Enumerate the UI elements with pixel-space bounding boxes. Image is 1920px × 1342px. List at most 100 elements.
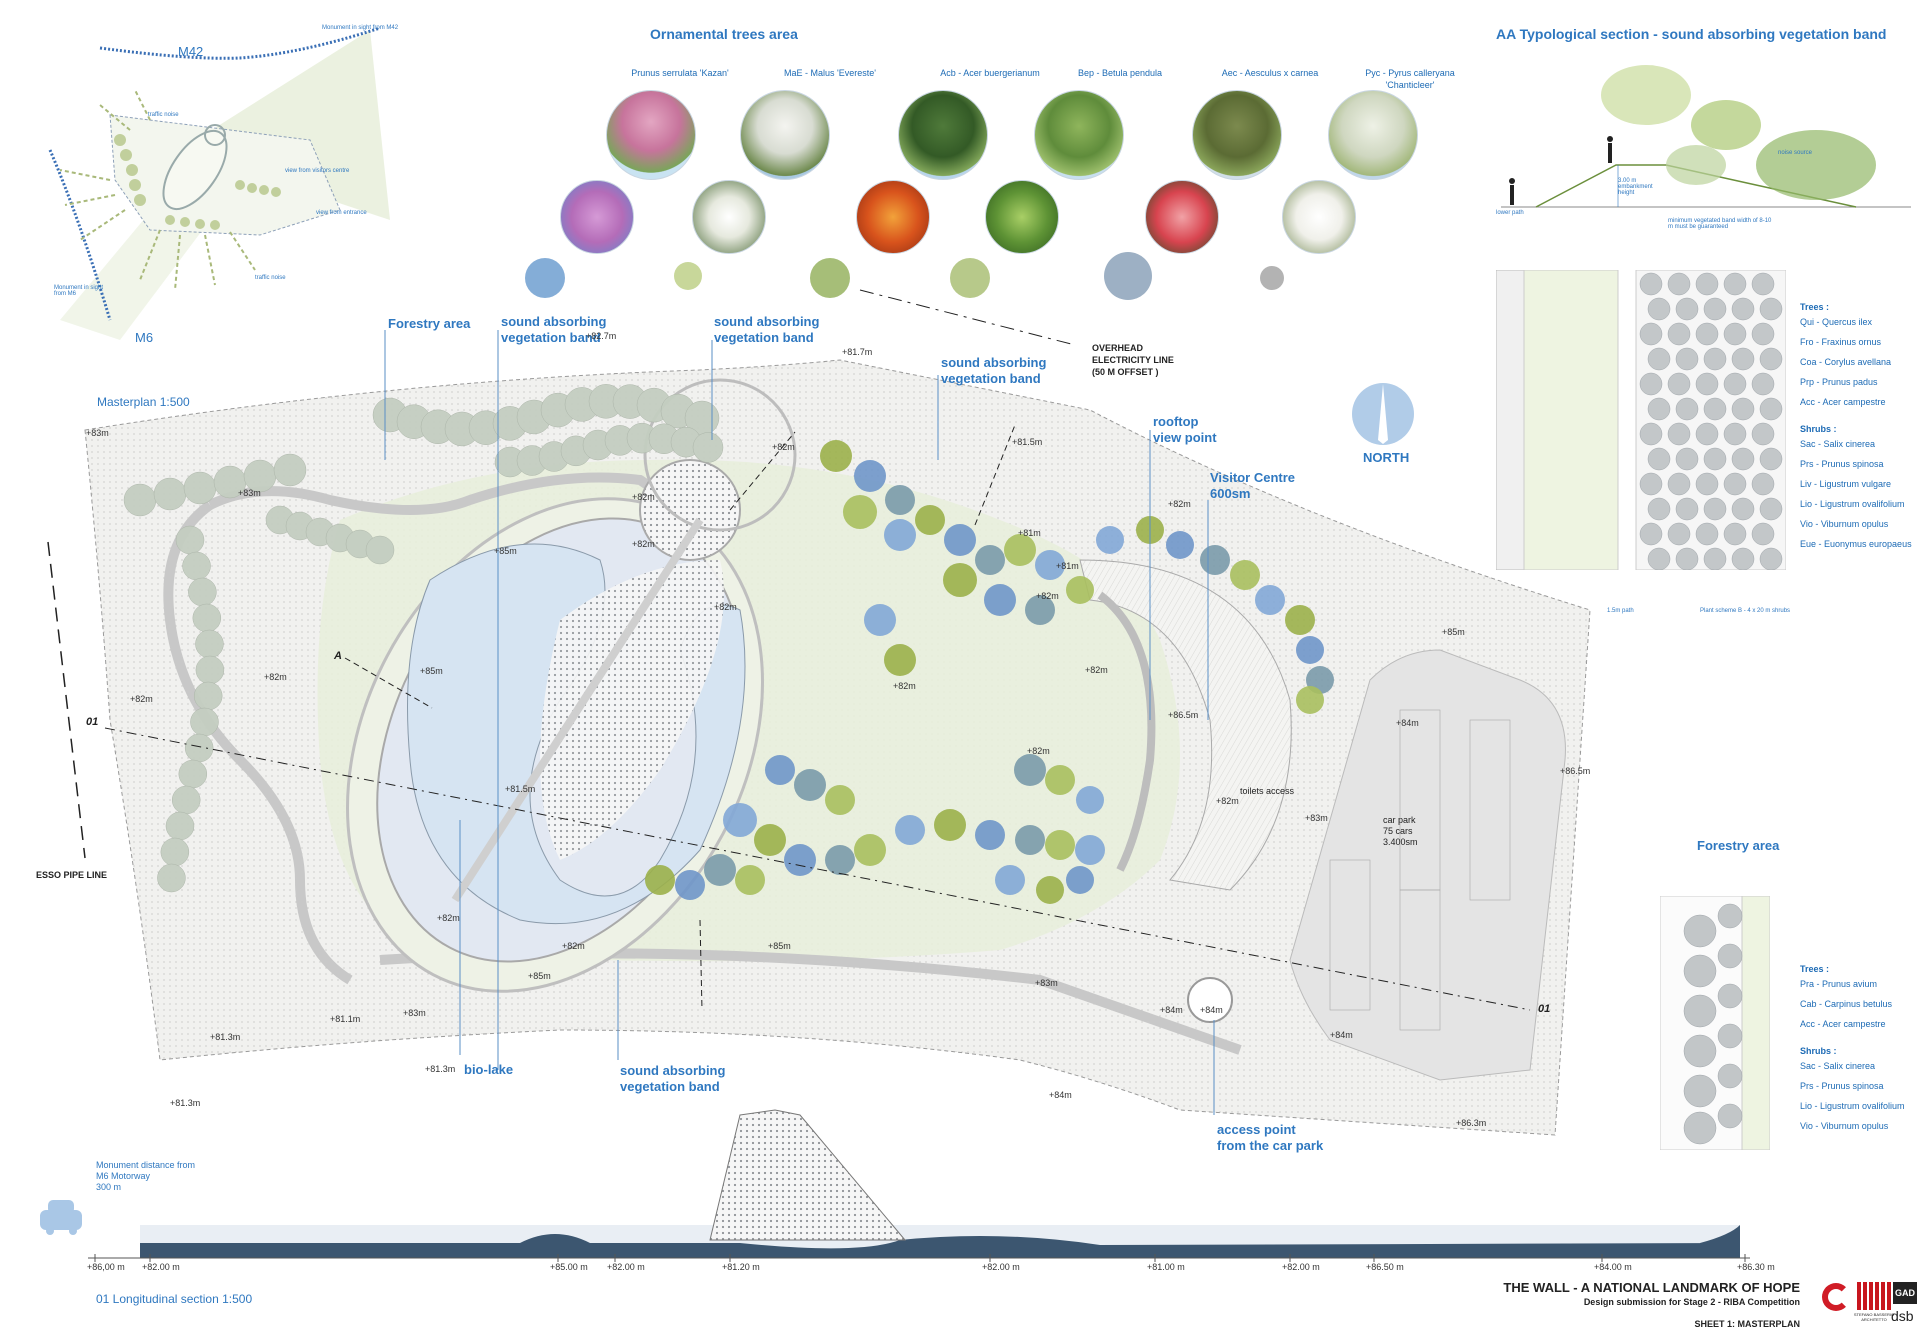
- forest-tree: [178, 759, 208, 789]
- key-item: Lio - Ligustrum ovalifolium: [1800, 499, 1905, 509]
- forest-tree: [195, 629, 224, 659]
- view-entrance-label: view from entrance: [316, 210, 367, 216]
- forest-tree: [157, 863, 186, 893]
- plan-tree: [1695, 272, 1719, 296]
- plan-tree: [1667, 272, 1691, 296]
- logo-gad: GAD: [1893, 1282, 1917, 1304]
- shrubs-heading: Shrubs :: [1800, 424, 1837, 434]
- key-item: Qui - Quercus ilex: [1800, 317, 1873, 327]
- ornamental-tree: [895, 815, 925, 845]
- rooftop-label: rooftop view point: [1153, 414, 1217, 446]
- elevation-label: +81m: [1018, 528, 1041, 538]
- ornamental-tree: [1255, 585, 1285, 615]
- section-level-label: +86,00 m: [87, 1262, 125, 1272]
- plan-tree: [1759, 347, 1783, 371]
- plan-tree: [1667, 372, 1691, 396]
- ornamental-tree: [723, 803, 757, 837]
- plan-tree: [1751, 322, 1775, 346]
- elevation-label: +83m: [1305, 813, 1328, 823]
- key-item: Eue - Euonymus europaeus: [1800, 539, 1912, 549]
- logo-dsb: dsb: [1891, 1308, 1914, 1324]
- elevation-label: +81.3m: [425, 1064, 456, 1074]
- plan-tree: [1759, 497, 1783, 521]
- elevation-label: +82m: [1168, 499, 1191, 509]
- sab-line: sound absorbing: [620, 1063, 726, 1078]
- tree-photo-acer: [898, 90, 988, 180]
- plan-tree: [1723, 522, 1747, 546]
- forestry-plan-scheme: [1659, 895, 1771, 1151]
- ornamental-tree: [975, 820, 1005, 850]
- plan-tree: [1703, 297, 1727, 321]
- north-label: NORTH: [1363, 450, 1410, 465]
- key-item: Cab - Carpinus betulus: [1800, 999, 1893, 1009]
- forest-tree: [192, 603, 222, 633]
- forest-tree: [273, 453, 307, 487]
- forestry-right-title: Forestry area: [1697, 838, 1780, 853]
- view-visitor-label: view from visitors centre: [285, 168, 350, 174]
- trees-heading: Trees :: [1800, 964, 1830, 974]
- ornamental-tree: [975, 545, 1005, 575]
- forestry-label: Forestry area: [388, 316, 471, 331]
- ornamental-tree: [1075, 835, 1105, 865]
- visitor-line: 600sm: [1210, 486, 1251, 501]
- leaf-photo-betula: [985, 180, 1059, 254]
- ornamental-tree: [1035, 550, 1065, 580]
- aa-note: minimum vegetated band width of 8-10 m m…: [1668, 218, 1772, 230]
- plan-tree: [1647, 497, 1671, 521]
- elevation-label: +86.3m: [1456, 1118, 1487, 1128]
- sheet-label: SHEET 1: MASTERPLAN: [1694, 1319, 1800, 1329]
- ornamental-tree: [1066, 866, 1094, 894]
- plan-tree: [1639, 372, 1663, 396]
- key-item: Lio - Ligustrum ovalifolium: [1800, 1101, 1905, 1111]
- access-line: access point: [1217, 1122, 1296, 1137]
- section-level-label: +82.00 m: [142, 1262, 180, 1272]
- section-level-label: +86.50 m: [1366, 1262, 1404, 1272]
- elevation-label: +82m: [130, 694, 153, 704]
- ornamental-tree: [704, 854, 736, 886]
- elevation-label: +82m: [1216, 796, 1239, 806]
- ornamental-tree: [1076, 786, 1104, 814]
- ornamental-tree: [1296, 686, 1324, 714]
- forest-tree: [123, 483, 157, 517]
- overhead-label: OVERHEAD ELECTRICITY LINE (50 M OFFSET ): [1092, 342, 1174, 378]
- forestry-key: Trees : Pra - Prunus avium Cab - Carpinu…: [1800, 964, 1915, 1136]
- ornamental-tree: [1096, 526, 1124, 554]
- sab-label-1: sound absorbing vegetation band: [501, 314, 606, 346]
- sab-line: vegetation band: [714, 330, 814, 345]
- forest-tree: [365, 535, 395, 565]
- plan-tree: [1667, 322, 1691, 346]
- aa-plan-scheme: [1495, 269, 1787, 571]
- plan-tree: [1759, 297, 1783, 321]
- plan-tree: [1675, 397, 1699, 421]
- ornamental-tree: [1066, 576, 1094, 604]
- project-subtitle: Design submission for Stage 2 - RIBA Com…: [1583, 1297, 1800, 1307]
- section-level-label: +84.00 m: [1594, 1262, 1632, 1272]
- m6-label: M6: [135, 330, 154, 345]
- long-section-title: 01 Longitudinal section 1:500: [96, 1292, 253, 1306]
- forest-tree: [171, 785, 201, 815]
- elevation-label: +82m: [264, 672, 287, 682]
- flower-photo-prunus: [560, 180, 634, 254]
- ornamental-tree: [765, 755, 795, 785]
- elevation-label: +84m: [1049, 1090, 1072, 1100]
- plan-tree: [1751, 272, 1775, 296]
- key-item: Prs - Prunus spinosa: [1800, 459, 1884, 469]
- elevation-label: +81.7m: [842, 347, 873, 357]
- ornamental-tree: [864, 604, 896, 636]
- monument-m42-label: Monument in sight from M42: [322, 25, 399, 31]
- locator-map-drawing: [48, 26, 390, 340]
- sab-line: vegetation band: [620, 1079, 720, 1094]
- key-item: Acc - Acer campestre: [1800, 1019, 1886, 1029]
- plan-tree: [1723, 372, 1747, 396]
- elevation-label: +83m: [403, 1008, 426, 1018]
- species-label: Prunus serrulata 'Kazan': [631, 68, 729, 78]
- forest-tree: [183, 471, 217, 505]
- plan-tree: [1639, 322, 1663, 346]
- elevation-label: +82m: [893, 681, 916, 691]
- plan-tree: [1759, 447, 1783, 471]
- forest-tree: [153, 477, 187, 511]
- plan-tree: [1723, 322, 1747, 346]
- ornamental-tree: [984, 584, 1016, 616]
- key-item: Sac - Salix cinerea: [1800, 439, 1876, 449]
- sab-line: vegetation band: [941, 371, 1041, 386]
